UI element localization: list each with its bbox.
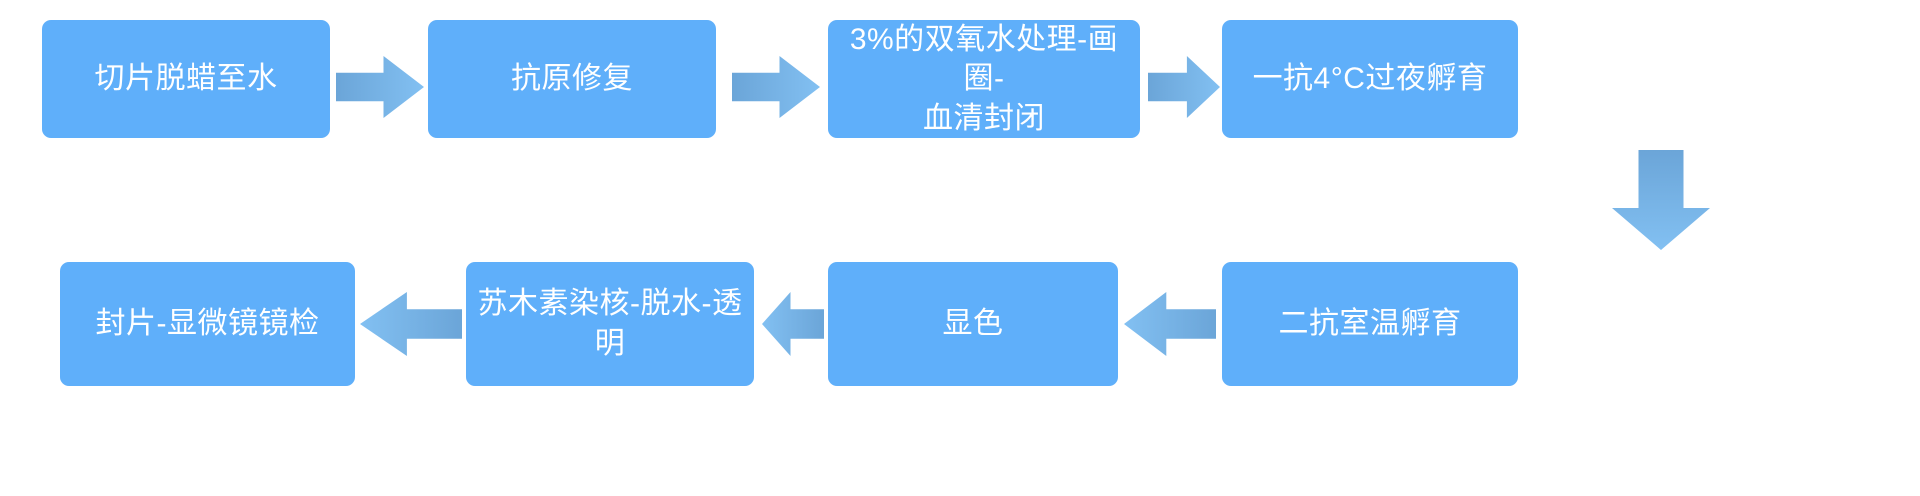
arrow-down-icon	[1612, 150, 1710, 250]
flow-node-label: 一抗4°C过夜孵育	[1252, 62, 1488, 96]
flow-node-label: 二抗室温孵育	[1278, 307, 1462, 341]
arrow-right-icon	[732, 56, 820, 118]
flow-node-label: 3%的双氧水处理-画圈- 血清封闭	[849, 22, 1119, 135]
flow-node-step8[interactable]: 封片-显微镜镜检	[60, 262, 355, 386]
arrow-left-icon	[360, 292, 462, 356]
arrow-right-icon	[336, 56, 424, 118]
flow-node-label: 封片-显微镜镜检	[95, 307, 320, 341]
arrow-right-icon	[1148, 56, 1220, 118]
flow-node-label: 抗原修复	[511, 62, 633, 96]
flow-node-step3[interactable]: 3%的双氧水处理-画圈- 血清封闭	[828, 20, 1140, 138]
flow-node-label: 切片脱蜡至水	[94, 62, 278, 96]
flow-node-step2[interactable]: 抗原修复	[428, 20, 716, 138]
flow-node-step6[interactable]: 显色	[828, 262, 1118, 386]
flow-node-step1[interactable]: 切片脱蜡至水	[42, 20, 330, 138]
flow-node-step4[interactable]: 一抗4°C过夜孵育	[1222, 20, 1518, 138]
flow-node-label: 苏木素染核-脱水-透 明	[477, 287, 743, 360]
flow-node-step7[interactable]: 苏木素染核-脱水-透 明	[466, 262, 754, 386]
flow-node-label: 显色	[942, 307, 1004, 341]
arrow-left-icon	[762, 292, 824, 356]
arrow-left-icon	[1124, 292, 1216, 356]
flow-node-step5[interactable]: 二抗室温孵育	[1222, 262, 1518, 386]
